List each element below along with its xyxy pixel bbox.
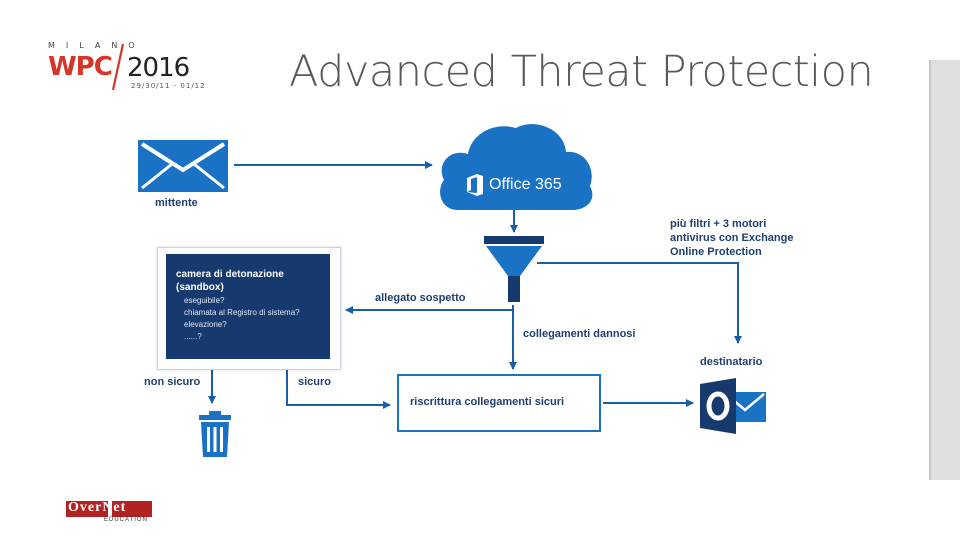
wpc-year-label: 2016 xyxy=(127,53,190,83)
overnet-logo-text: OverNet xyxy=(68,500,127,515)
recipient-label: destinatario xyxy=(700,356,763,368)
trash-icon xyxy=(199,411,231,457)
sandbox-title-line: camera di detonazione xyxy=(176,269,284,280)
sandbox-panel xyxy=(166,254,330,359)
wpc-brand-label: WPC xyxy=(48,52,113,82)
sender-label: mittente xyxy=(155,197,198,209)
unsafe-label: non sicuro xyxy=(144,376,201,388)
envelope-icon xyxy=(138,140,228,192)
overnet-logo-sub: EDUCATION xyxy=(104,517,148,523)
rewrite-label: riscrittura collegamenti sicuri xyxy=(410,396,565,408)
rewrite-box xyxy=(397,374,601,432)
outlook-icon xyxy=(700,378,766,434)
filters-label-line: più filtri + 3 motori xyxy=(670,218,767,230)
sandbox-check: chiamata al Registro di sistema? xyxy=(184,308,300,317)
sandbox-title: camera di detonazione (sandbox) xyxy=(176,268,326,294)
office-logo-icon xyxy=(467,174,483,196)
suspicious-attachment-label: allegato sospetto xyxy=(375,292,466,304)
sandbox-check: elevazione? xyxy=(184,320,227,329)
sandbox-title-line: (sandbox) xyxy=(176,282,224,293)
sandbox-check: ......? xyxy=(184,332,202,341)
filters-label: più filtri + 3 motori antivirus con Exch… xyxy=(670,217,793,259)
filters-label-line: antivirus con Exchange xyxy=(670,232,794,244)
side-bar xyxy=(929,60,960,480)
overnet-logo-icon xyxy=(66,500,154,518)
wpc-dates-label: 29/30/11 - 01/12 xyxy=(131,82,206,90)
cloud-icon xyxy=(440,124,593,210)
wpc-city-label: MILANO xyxy=(48,41,146,50)
funnel-icon xyxy=(484,236,544,302)
wpc-slash-icon xyxy=(112,44,124,90)
slide-title: Advanced Threat Protection xyxy=(289,47,874,97)
filters-label-line: Online Protection xyxy=(670,246,762,258)
office365-label: Office 365 xyxy=(489,176,562,193)
safe-label: sicuro xyxy=(298,376,332,388)
sandbox-check: eseguibile? xyxy=(184,296,225,305)
harmful-links-label: collegamenti dannosi xyxy=(523,328,636,340)
